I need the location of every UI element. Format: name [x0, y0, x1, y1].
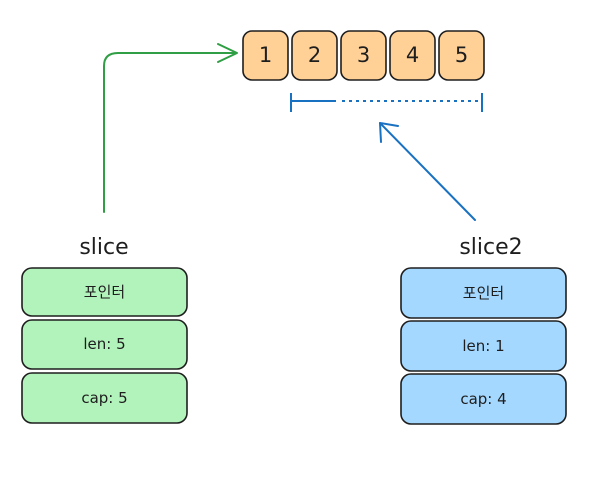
slice2-title: slice2 [459, 235, 523, 260]
slice-pointer-arrow [103, 43, 238, 213]
array-cell-2 [291, 30, 338, 81]
slice-len-label: len: 5 [83, 335, 126, 353]
array-cell-4-label: 4 [405, 43, 420, 67]
slice-field-len [21, 319, 188, 370]
slice-title: slice [79, 235, 129, 260]
slice2-len-label: len: 1 [462, 337, 505, 355]
slice-cap-label: cap: 5 [81, 389, 128, 407]
array-cell-5 [438, 30, 485, 81]
array-cell-4 [389, 30, 436, 81]
array-cell-5-label: 5 [454, 43, 469, 67]
slice-field-cap [21, 372, 188, 424]
array-cell-3 [340, 30, 387, 81]
slice-pointer-label: 포인터 [83, 283, 126, 301]
array-cell-1 [242, 30, 289, 81]
slice2-field-pointer [400, 267, 567, 319]
array-cells [242, 30, 485, 81]
slice2-pointer-label: 포인터 [462, 284, 505, 302]
slice2-cap-label: cap: 4 [460, 390, 507, 408]
slice-field-pointer [21, 267, 188, 317]
slice-struct [21, 267, 188, 424]
array-cell-2-label: 2 [307, 43, 322, 67]
slice2-pointer-arrow [379, 122, 476, 221]
array-cell-1-label: 1 [258, 43, 273, 67]
slice2-struct [400, 267, 567, 425]
slice2-field-cap [400, 373, 567, 425]
slice2-range-bracket [290, 93, 483, 112]
slice2-field-len [400, 320, 567, 372]
array-cell-3-label: 3 [356, 43, 371, 67]
